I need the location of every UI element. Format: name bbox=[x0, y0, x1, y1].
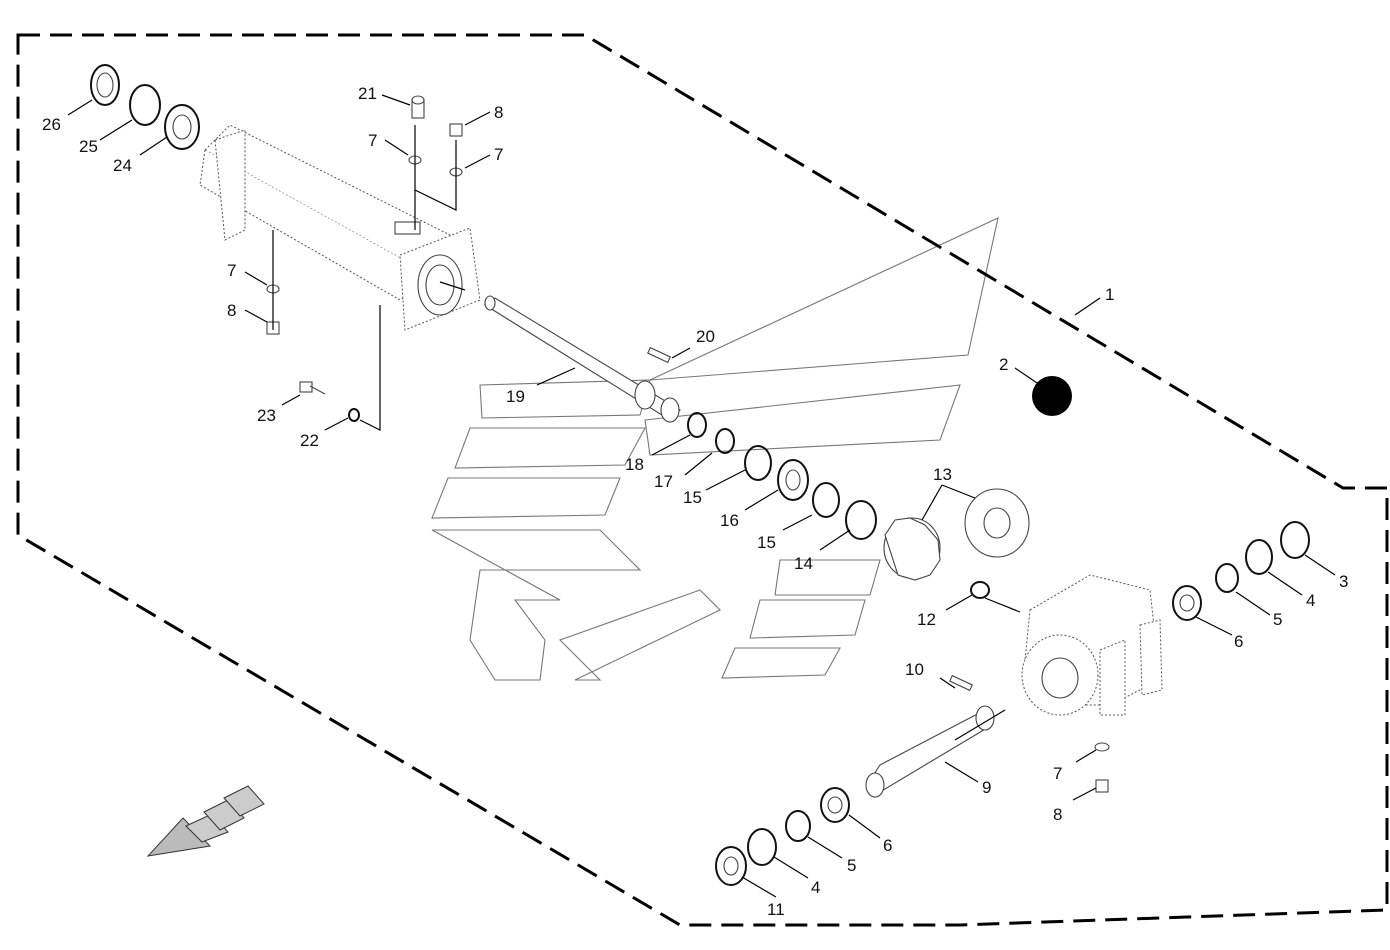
key-part bbox=[949, 674, 973, 692]
callout-15: 15 bbox=[683, 488, 702, 507]
callout-23: 23 bbox=[257, 406, 276, 425]
callout-6: 6 bbox=[1234, 632, 1243, 651]
ring-12 bbox=[970, 581, 990, 599]
callout-9: 9 bbox=[982, 778, 991, 797]
callout-8: 8 bbox=[227, 301, 236, 320]
callout-7: 7 bbox=[494, 145, 503, 164]
callout-15: 15 bbox=[757, 533, 776, 552]
tube-housing bbox=[199, 124, 481, 331]
callout-19: 19 bbox=[506, 387, 525, 406]
ring-14 bbox=[845, 500, 877, 540]
callout-24: 24 bbox=[113, 156, 132, 175]
callout-25: 25 bbox=[79, 137, 98, 156]
ring-4 bbox=[747, 828, 777, 866]
bearing-6 bbox=[1172, 585, 1202, 621]
output-shaft bbox=[865, 705, 995, 798]
grease-fitting bbox=[411, 95, 425, 119]
seal-11 bbox=[715, 846, 747, 886]
callout-7: 7 bbox=[227, 261, 236, 280]
ring-25 bbox=[129, 84, 161, 126]
leader-lines bbox=[67, 94, 1336, 898]
seal-26 bbox=[90, 64, 120, 106]
callout-11: 11 bbox=[767, 900, 785, 919]
key-part bbox=[647, 346, 671, 364]
gearbox-housing bbox=[1021, 574, 1163, 716]
drive-shaft bbox=[484, 295, 681, 423]
bevel-gear bbox=[964, 488, 1030, 558]
bolt-23 bbox=[299, 381, 326, 395]
ring-4 bbox=[1245, 539, 1273, 575]
callout-5: 5 bbox=[1273, 610, 1282, 629]
watermark-logo bbox=[431, 217, 999, 681]
callout-26: 26 bbox=[42, 115, 61, 134]
callout-7: 7 bbox=[1053, 764, 1062, 783]
callout-12: 12 bbox=[917, 610, 936, 629]
callout-14: 14 bbox=[794, 554, 813, 573]
ring-5 bbox=[1215, 563, 1239, 593]
callout-5: 5 bbox=[847, 856, 856, 875]
nut bbox=[1095, 779, 1109, 793]
ring-3 bbox=[1280, 521, 1310, 559]
part-2-dot bbox=[1032, 376, 1072, 416]
callout-4: 4 bbox=[1306, 591, 1315, 610]
bevel-gear bbox=[883, 517, 941, 581]
callout-16: 16 bbox=[720, 511, 739, 530]
callout-13: 13 bbox=[933, 465, 952, 484]
callout-3: 3 bbox=[1339, 572, 1348, 591]
callout-6: 6 bbox=[883, 836, 892, 855]
callout-1: 1 bbox=[1105, 285, 1114, 304]
callout-20: 20 bbox=[696, 327, 715, 346]
direction-arrow-icon bbox=[146, 785, 265, 857]
bearing-24 bbox=[164, 104, 200, 150]
bearing-16 bbox=[777, 459, 809, 501]
washer bbox=[1094, 742, 1110, 752]
ring-15 bbox=[812, 482, 840, 518]
callout-2: 2 bbox=[999, 355, 1008, 374]
bearing-6 bbox=[820, 787, 850, 823]
callout-labels: 1 2 3 4 4 5 5 6 6 7 7 7 7 8 8 8 9 10 11 … bbox=[42, 84, 1348, 919]
ring-18 bbox=[687, 412, 707, 438]
nut bbox=[449, 123, 463, 137]
callout-8: 8 bbox=[1053, 805, 1062, 824]
callout-7: 7 bbox=[368, 131, 377, 150]
callout-21: 21 bbox=[358, 84, 377, 103]
callout-17: 17 bbox=[654, 472, 673, 491]
washer-22 bbox=[348, 408, 360, 422]
callout-10: 10 bbox=[905, 660, 924, 679]
ring-15 bbox=[744, 445, 772, 481]
callout-22: 22 bbox=[300, 431, 319, 450]
ring-5 bbox=[785, 810, 811, 842]
callout-18: 18 bbox=[625, 455, 644, 474]
callout-4: 4 bbox=[811, 878, 820, 897]
ring-17 bbox=[715, 428, 735, 454]
callout-8: 8 bbox=[494, 103, 503, 122]
